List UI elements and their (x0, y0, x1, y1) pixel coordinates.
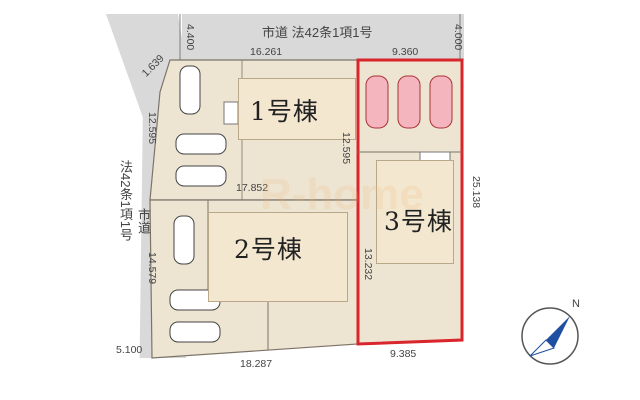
watermark: R-home (260, 170, 424, 219)
lot-2-house (208, 212, 348, 302)
dim-lot3-right: 25.138 (470, 176, 482, 209)
dim-lot3-left: 13.232 (362, 248, 374, 281)
car-icon (169, 321, 221, 343)
dim-left-road: 5.100 (116, 344, 143, 356)
car-icon (179, 65, 201, 115)
lot-2-label: 2号棟 (234, 235, 303, 264)
lot-1-house (238, 78, 356, 140)
dim-top-road-left: 4.400 (184, 24, 196, 51)
left-road-label-1: 法42条1項1号 (118, 160, 133, 241)
car-icon (397, 75, 421, 129)
dim-lot1-lot2-boundary: 17.852 (236, 182, 269, 194)
car-icon (365, 75, 389, 129)
dim-lot3-top: 9.360 (392, 46, 419, 58)
top-road-label: 市道 法42条1項1号 (262, 25, 373, 40)
lot-3-house (376, 160, 454, 264)
car-icon (175, 165, 227, 187)
car-icon (175, 133, 227, 155)
top-road (182, 14, 464, 60)
dim-lot1-top: 16.261 (250, 46, 283, 58)
car-icon (173, 215, 195, 265)
dim-lot1-right: 12.595 (340, 132, 352, 165)
left-road-label-2: 市道 (136, 208, 151, 234)
dim-lot2-left: 14.579 (146, 252, 158, 285)
dim-top-road-right: 4.000 (452, 24, 464, 51)
north-arrow-icon (521, 307, 579, 365)
dim-lot2-bottom: 18.287 (240, 358, 273, 370)
lot-1-label: 1号棟 (250, 97, 319, 126)
compass-north-label: N (572, 298, 580, 310)
dim-lot3-bottom: 9.385 (390, 348, 417, 360)
lot-3-label: 3号棟 (384, 207, 453, 236)
car-icon (429, 75, 453, 129)
dim-lot1-left: 12.595 (146, 112, 158, 145)
